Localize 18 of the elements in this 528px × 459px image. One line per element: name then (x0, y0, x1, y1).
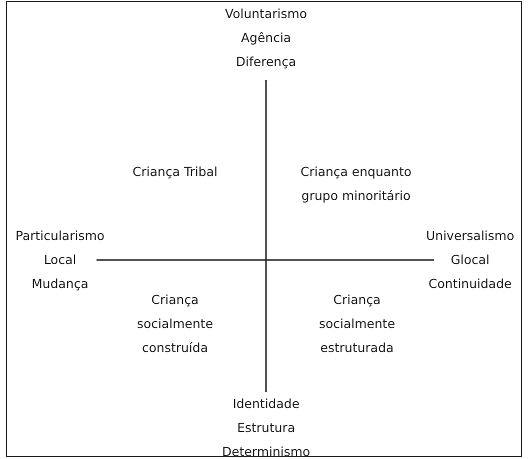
quadrant-label: Criança enquanto grupo minoritário (299, 163, 413, 205)
axis-label: Continuidade (428, 275, 513, 293)
axis-label: Agência (240, 29, 292, 47)
axis-label: Diferença (234, 53, 298, 71)
axis-label: Local (42, 251, 78, 269)
axis-label: Voluntarismo (225, 5, 308, 23)
quadrant-label: Criança socialmente construída (136, 291, 214, 357)
quadrant-label: Criança socialmente estruturada (318, 291, 396, 357)
axis-label: Particularismo (16, 227, 105, 245)
axis-label: Estrutura (236, 419, 296, 437)
axis-label: Determinismo (222, 443, 310, 459)
axis-line (96, 259, 434, 261)
axis-label: Identidade (232, 395, 301, 413)
quadrant-label: Criança Tribal (132, 163, 218, 181)
axis-label: Universalismo (426, 227, 514, 245)
axis-label: Glocal (450, 251, 491, 269)
axis-label: Mudança (30, 275, 90, 293)
axis-line (265, 80, 267, 392)
